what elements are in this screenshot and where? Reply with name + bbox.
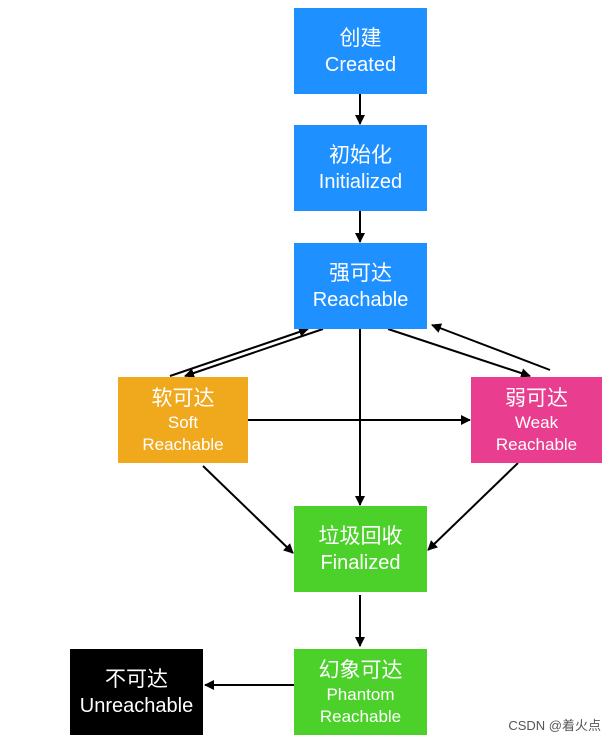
- node-finalized-zh: 垃圾回收: [318, 524, 403, 548]
- node-phantom-en-line2: Reachable: [319, 707, 402, 726]
- node-finalized-en: Finalized: [320, 552, 401, 574]
- node-unreachable-zh: 不可达: [105, 667, 168, 691]
- node-soft-reachable: 软可达 Soft Reachable: [118, 377, 248, 463]
- node-finalized: 垃圾回收 Finalized: [294, 506, 427, 592]
- edge-weak-to-reachable: [431, 323, 551, 371]
- node-soft-en-line2: Reachable: [142, 435, 224, 454]
- node-phantom-reachable: 幻象可达 Phantom Reachable: [294, 649, 427, 735]
- node-weak-zh: 弱可达: [505, 386, 568, 410]
- node-phantom-zh: 幻象可达: [318, 658, 403, 682]
- node-weak-reachable: 弱可达 Weak Reachable: [471, 377, 602, 463]
- node-soft-en-line1: Soft: [167, 413, 199, 432]
- node-unreachable-en: Unreachable: [79, 695, 194, 717]
- edge-soft-to-reachable: [169, 327, 309, 377]
- node-created-zh: 创建: [339, 26, 382, 50]
- node-weak-en-line2: Reachable: [495, 435, 578, 454]
- node-reachable: 强可达 Reachable: [294, 243, 427, 329]
- node-initialized: 初始化 Initialized: [294, 125, 427, 211]
- node-reachable-zh: 强可达: [329, 261, 392, 285]
- node-reachable-en: Reachable: [312, 289, 409, 311]
- node-initialized-zh: 初始化: [329, 143, 392, 167]
- edge-soft-to-finalized: [202, 465, 294, 554]
- node-weak-en-line1: Weak: [514, 413, 559, 432]
- edge-reachable-to-soft: [184, 328, 324, 378]
- edge-weak-to-finalized: [427, 462, 519, 551]
- node-initialized-en: Initialized: [318, 171, 403, 193]
- node-created: 创建 Created: [294, 8, 427, 94]
- watermark-text: CSDN @着火点: [508, 718, 601, 733]
- node-created-en: Created: [324, 54, 397, 76]
- node-phantom-en-line1: Phantom: [326, 685, 395, 704]
- node-soft-zh: 软可达: [151, 386, 215, 410]
- node-unreachable: 不可达 Unreachable: [70, 649, 203, 735]
- edge-reachable-to-weak: [387, 328, 531, 378]
